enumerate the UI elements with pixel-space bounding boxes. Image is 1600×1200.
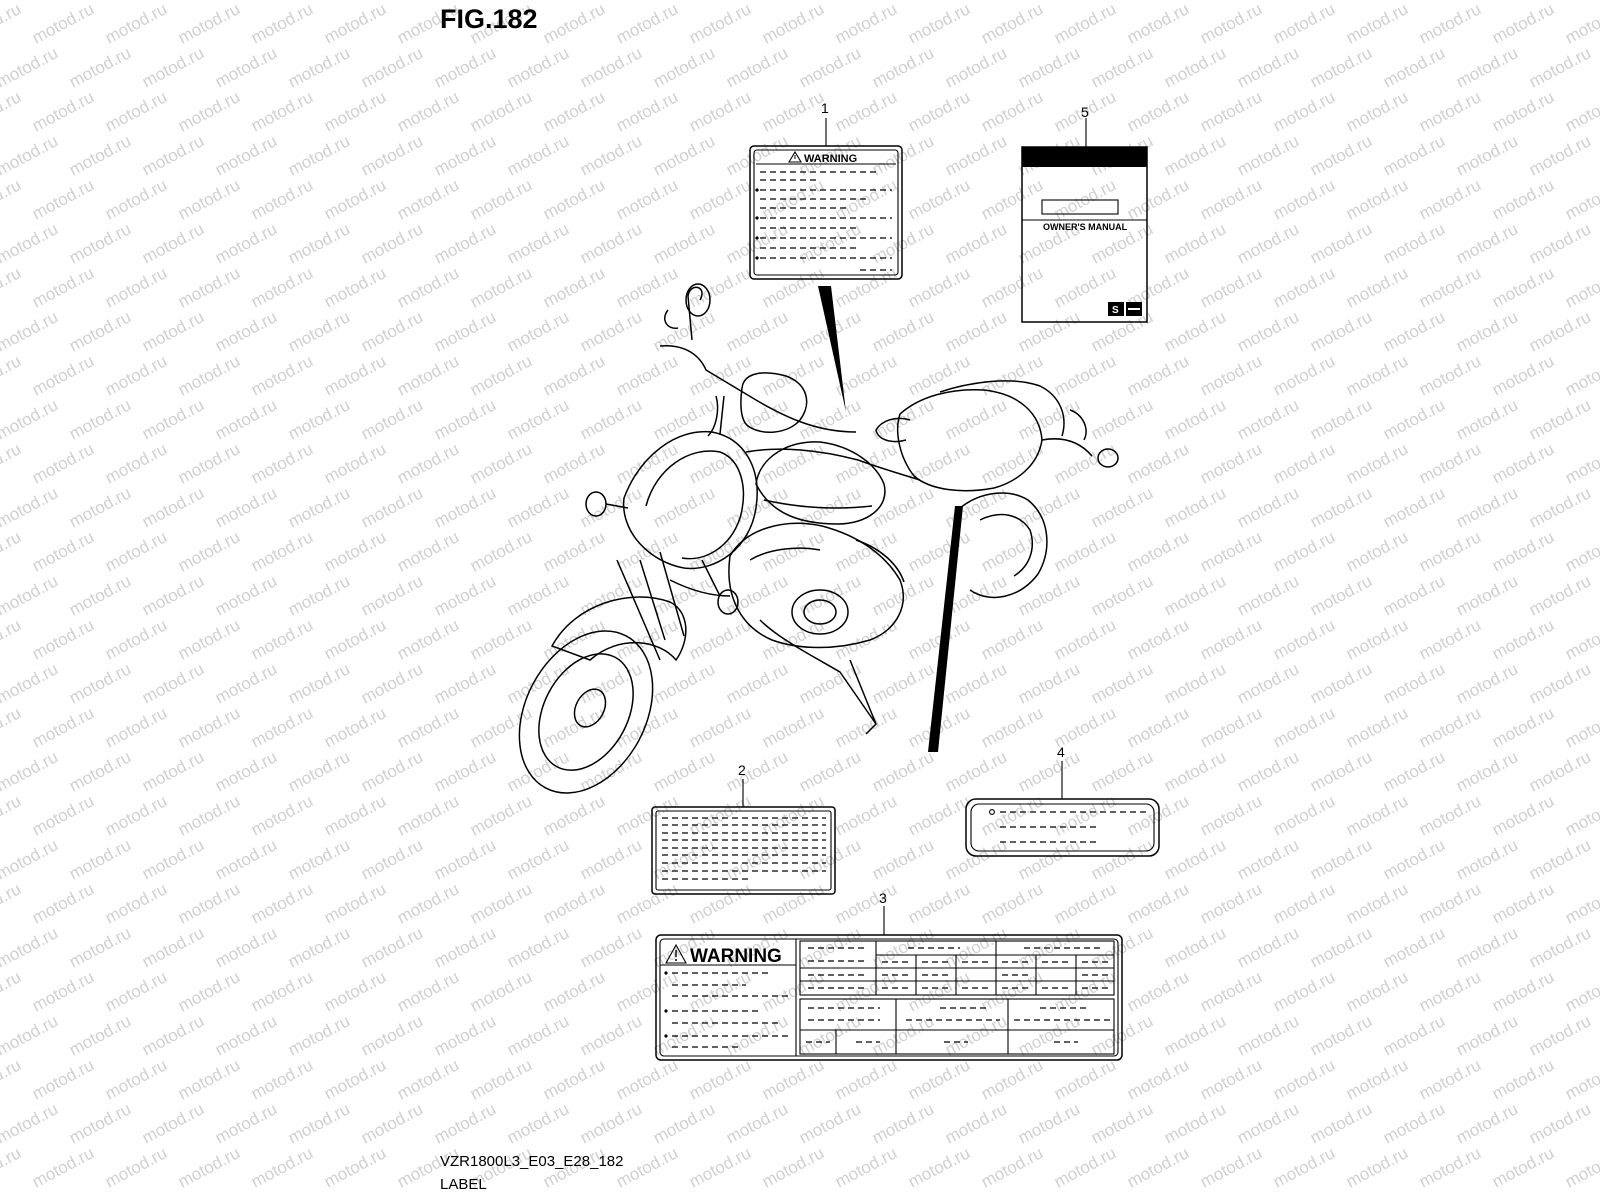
label-5-owners-manual[interactable]: OWNER'S MANUAL S xyxy=(1021,146,1148,323)
motorcycle-drawing xyxy=(518,283,1119,794)
label-3-warning-text: WARNING xyxy=(690,946,782,967)
warning-triangle-icon xyxy=(788,150,802,163)
callout-5[interactable]: 5 xyxy=(1081,104,1089,120)
suzuki-logo-icon: S xyxy=(1108,302,1142,316)
callout-1[interactable]: 1 xyxy=(821,100,829,116)
callout-3[interactable]: 3 xyxy=(879,890,887,906)
diagram-code: VZR1800L3_E03_E28_182 xyxy=(440,1153,624,1170)
label-4-sticker[interactable] xyxy=(965,798,1160,857)
label-1-warning-sticker[interactable]: WARNING xyxy=(749,145,903,280)
label-3-warning-sticker[interactable]: WARNING xyxy=(655,934,1123,1061)
label-2-sticker[interactable] xyxy=(651,806,836,895)
svg-text:S: S xyxy=(1112,305,1119,316)
warning-triangle-large-icon xyxy=(665,943,687,964)
label-1-warning-text: WARNING xyxy=(804,153,857,165)
manual-title-text: OWNER'S MANUAL xyxy=(1043,222,1128,232)
label-4-leader xyxy=(928,506,963,752)
callout-2[interactable]: 2 xyxy=(738,762,746,778)
label-1-leader xyxy=(818,286,846,412)
callout-4[interactable]: 4 xyxy=(1057,744,1065,760)
diagram-caption: LABEL xyxy=(440,1176,487,1193)
figure-title: FIG.182 xyxy=(440,4,538,34)
